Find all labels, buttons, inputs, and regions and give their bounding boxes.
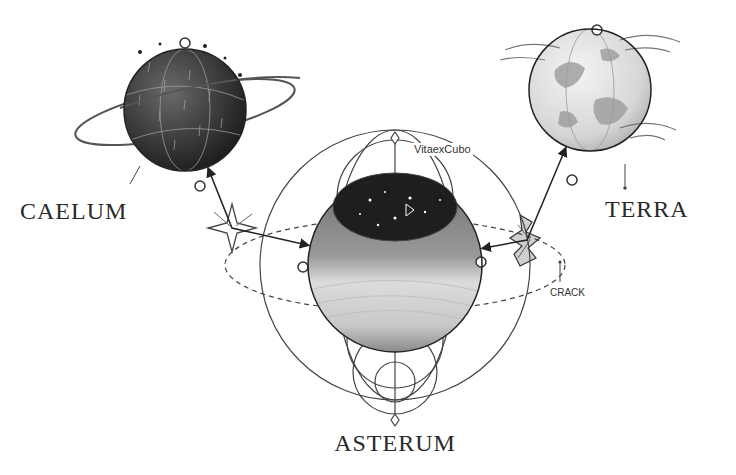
callout-label: VitaexCubo <box>412 143 473 156</box>
planet-node: CAELUM <box>123 48 247 172</box>
planet-node: ASTERUM <box>307 177 483 353</box>
planet-outline <box>528 28 652 152</box>
planet-outline <box>123 48 247 172</box>
orbit-connector <box>482 147 567 248</box>
planet-name: TERRA <box>605 196 689 222</box>
planet-outline <box>307 177 483 353</box>
planet-node: TERRA <box>528 28 652 152</box>
orbit-connector <box>208 168 309 246</box>
planet-name: ASTERUM <box>334 430 456 456</box>
planet-name: CAELUM <box>20 198 127 224</box>
callout-label: CRACK <box>548 287 587 299</box>
